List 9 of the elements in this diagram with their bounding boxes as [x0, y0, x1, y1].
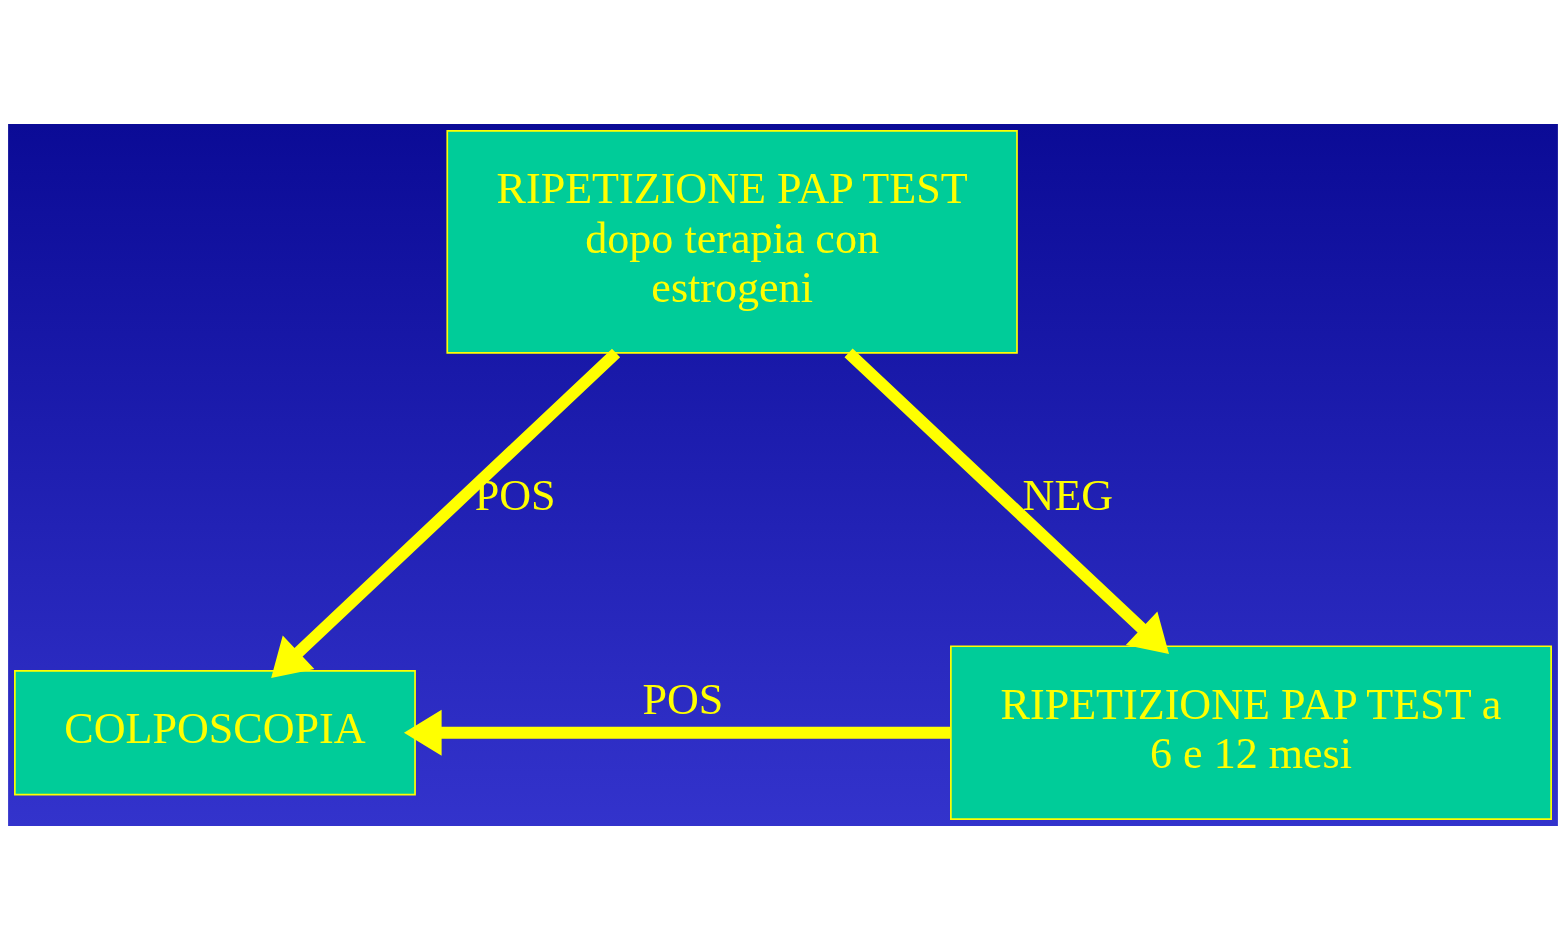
- edge-label: NEG: [1022, 470, 1114, 520]
- node-box: RIPETIZIONE PAP TEST a 6 e 12 mesi: [950, 644, 1552, 820]
- node-box: RIPETIZIONE PAP TEST dopo terapia con estrogeni: [446, 129, 1018, 354]
- node-box: COLPOSCOPIA: [14, 669, 416, 795]
- arrow: [403, 709, 951, 756]
- arrow: [844, 348, 1169, 654]
- edge-label: POS: [642, 674, 724, 724]
- arrow: [271, 348, 621, 678]
- edge-label: POS: [474, 470, 556, 520]
